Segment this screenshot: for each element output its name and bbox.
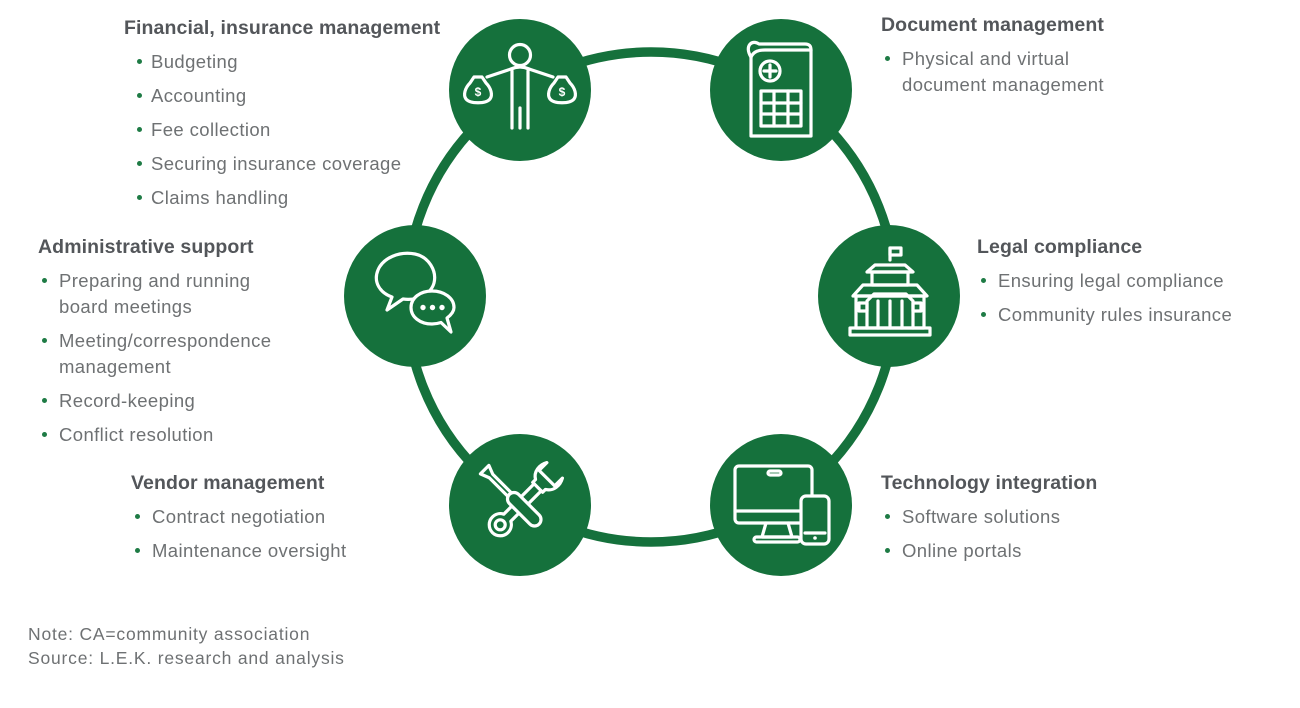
bullet-dot (981, 278, 986, 283)
bullet-dot (135, 514, 140, 519)
node-circle (710, 434, 852, 576)
list-item: Record-keeping (42, 388, 271, 414)
list-item: Maintenance oversight (135, 538, 347, 564)
list-item: Ensuring legal compliance (981, 268, 1232, 294)
list-item: Online portals (885, 538, 1097, 564)
list-item: Contract negotiation (135, 504, 347, 530)
section-financial: Financial, insurance management Budgetin… (124, 15, 440, 219)
section-list: Preparing and running board meetings Mee… (42, 268, 271, 448)
list-item: Software solutions (885, 504, 1097, 530)
svg-text:$: $ (559, 85, 566, 99)
node-vendor (449, 434, 591, 576)
government-building-icon (848, 246, 932, 337)
list-item: Community rules insurance (981, 302, 1232, 328)
list-item: Accounting (137, 83, 440, 109)
list-item: Budgeting (137, 49, 440, 75)
node-document (710, 19, 852, 161)
bullet-dot (42, 278, 47, 283)
bullet-dot (885, 514, 890, 519)
section-administrative: Administrative support Preparing and run… (38, 234, 271, 456)
section-title: Administrative support (38, 236, 254, 258)
devices-icon (733, 464, 831, 546)
bullet-dot (885, 548, 890, 553)
svg-text:$: $ (475, 85, 482, 99)
section-technology: Technology integration Software solution… (881, 470, 1097, 572)
section-list: Contract negotiation Maintenance oversig… (135, 504, 347, 564)
bullet-dot (135, 548, 140, 553)
bullet-dot (137, 161, 142, 166)
bullet-dot (42, 338, 47, 343)
money-bags-person-icon: $ $ (463, 42, 577, 130)
list-item: Preparing and running board meetings (42, 268, 271, 320)
section-list: Budgeting Accounting Fee collection Secu… (137, 49, 440, 211)
section-vendor: Vendor management Contract negotiation M… (131, 470, 347, 572)
bullet-dot (885, 56, 890, 61)
node-legal (818, 225, 960, 367)
list-item: Fee collection (137, 117, 440, 143)
node-technology (710, 434, 852, 576)
section-list: Physical and virtual document management (885, 46, 1104, 98)
list-item: Claims handling (137, 185, 440, 211)
chat-bubbles-icon (374, 251, 456, 334)
section-legal: Legal compliance Ensuring legal complian… (977, 234, 1232, 336)
node-administrative (344, 225, 486, 367)
footnote: Note: CA=community association Source: L… (28, 623, 345, 670)
list-item: Meeting/correspondence management (42, 328, 271, 380)
footnote-source: Source: L.E.K. research and analysis (28, 647, 345, 668)
bullet-dot (981, 312, 986, 317)
bullet-dot (42, 398, 47, 403)
section-title: Vendor management (131, 472, 325, 494)
section-list: Ensuring legal compliance Community rule… (981, 268, 1232, 328)
node-circle (449, 19, 591, 161)
node-financial: $ $ (449, 19, 591, 161)
bullet-dot (42, 432, 47, 437)
list-item: Physical and virtual document management (885, 46, 1104, 98)
bullet-dot (137, 59, 142, 64)
section-title: Financial, insurance management (124, 17, 441, 39)
bullet-dot (137, 127, 142, 132)
section-document: Document management Physical and virtual… (881, 12, 1104, 106)
crossed-tools-icon (478, 460, 565, 538)
bullet-dot (137, 93, 142, 98)
bullet-dot (137, 195, 142, 200)
section-title: Legal compliance (977, 236, 1143, 258)
list-item: Securing insurance coverage (137, 151, 440, 177)
section-list: Software solutions Online portals (885, 504, 1097, 564)
section-title: Technology integration (881, 472, 1098, 494)
section-title: Document management (881, 14, 1104, 36)
footnote-note: Note: CA=community association (28, 624, 311, 644)
document-add-icon (746, 40, 813, 138)
list-item: Conflict resolution (42, 422, 271, 448)
